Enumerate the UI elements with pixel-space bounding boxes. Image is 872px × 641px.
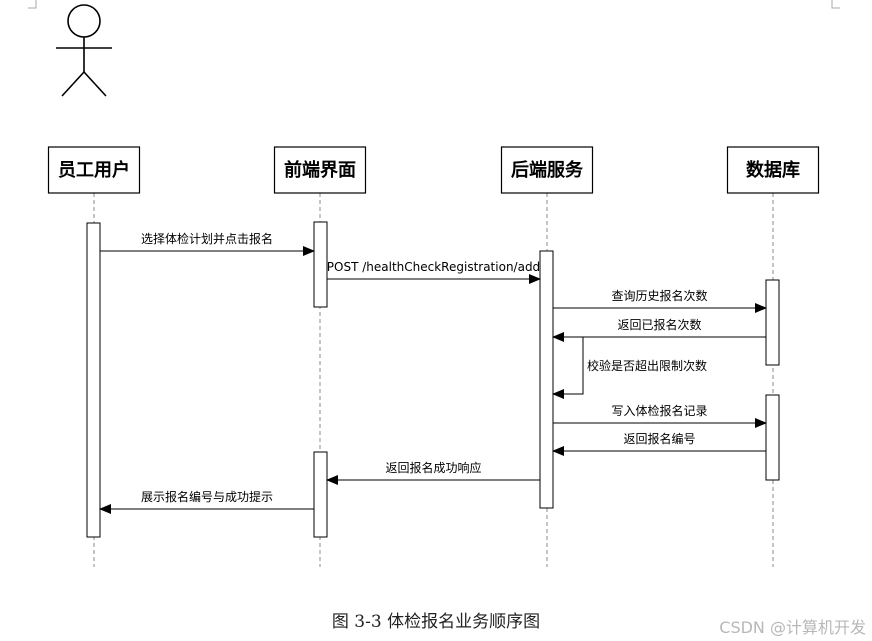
participant-frontend: 前端界面 (273, 146, 367, 194)
self-message-arrow (552, 336, 584, 399)
participant-box (500, 146, 594, 194)
message-label: 选择体检计划并点击报名 (141, 231, 273, 246)
participant-label: 数据库 (746, 159, 800, 181)
message-1: 选择体检计划并点击报名 (100, 231, 315, 256)
participant-backend: 后端服务 (500, 146, 594, 194)
participant-label: 前端界面 (284, 159, 356, 181)
page-corner-mark-left (28, 0, 37, 9)
participant-box (726, 146, 820, 194)
message-label: 校验是否超出限制次数 (587, 358, 707, 373)
message-label: 查询历史报名次数 (611, 288, 707, 303)
message-2: POST /healthCheckRegistration/add (327, 260, 541, 284)
activation-backend (539, 250, 554, 509)
participant-box (47, 146, 141, 194)
message-label: 返回已报名次数 (617, 317, 701, 332)
message-label: 返回报名成功响应 (385, 460, 481, 475)
message-6: 写入体检报名记录 (553, 403, 767, 428)
message-label: 写入体检报名记录 (611, 403, 707, 418)
message-label: 返回报名编号 (623, 431, 695, 446)
participant-db: 数据库 (726, 146, 820, 194)
watermark: CSDN @计算机开发 (719, 618, 866, 637)
activation-db-1 (765, 279, 780, 366)
participant-label: 后端服务 (511, 159, 584, 181)
participant-label: 员工用户 (58, 159, 130, 181)
message-3: 查询历史报名次数 (553, 288, 767, 313)
message-7: 返回报名编号 (552, 431, 766, 456)
message-5: 校验是否超出限制次数 (552, 336, 707, 399)
message-label: 展示报名编号与成功提示 (141, 489, 273, 504)
participant-box (273, 146, 367, 194)
message-4: 返回已报名次数 (552, 317, 766, 342)
message-9: 展示报名编号与成功提示 (99, 489, 314, 514)
participant-user: 员工用户 (47, 146, 141, 194)
message-label: POST /healthCheckRegistration/add (327, 260, 540, 274)
activation-frontend-1 (313, 221, 328, 308)
page-corner-mark-right (831, 0, 840, 9)
activation-frontend-2 (313, 451, 328, 538)
figure-caption: 图 3-3 体检报名业务顺序图 (331, 612, 541, 632)
message-8: 返回报名成功响应 (326, 460, 540, 485)
activation-db-2 (765, 394, 780, 481)
activation-user (86, 222, 101, 538)
actor-icon (56, 4, 112, 97)
